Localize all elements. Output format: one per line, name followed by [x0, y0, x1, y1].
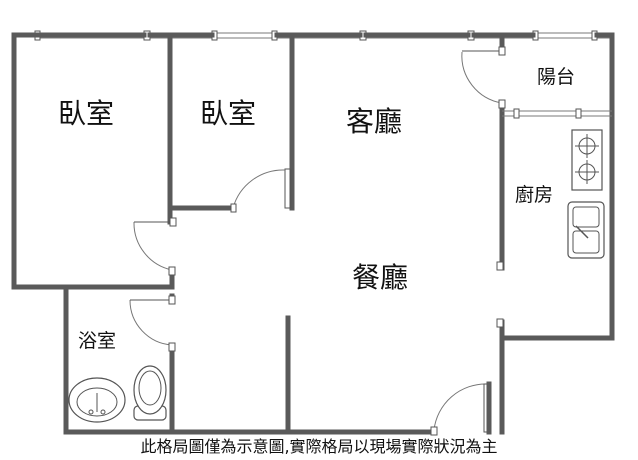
- bedroom-1-label: 臥室: [58, 97, 115, 130]
- dining-room-label: 餐廳: [352, 261, 409, 294]
- bathroom-label: 浴室: [78, 330, 117, 352]
- bedroom-2-label: 臥室: [200, 97, 257, 130]
- door-bedroom-2: [230, 168, 291, 213]
- disclaimer-note: 此格局圖僅為示意圖,實際格局以現場實際狀況為主: [140, 437, 498, 456]
- living-room-label: 客廳: [346, 105, 403, 138]
- kitchen-label: 廚房: [515, 184, 554, 206]
- toilet-icon: [133, 365, 167, 421]
- door-entrance: [430, 381, 492, 436]
- door-bathroom: [129, 295, 176, 352]
- door-balcony: [461, 46, 506, 109]
- door-bedroom-1: [133, 217, 177, 276]
- kitchen-sink-icon: [567, 201, 605, 259]
- stove-icon: [571, 129, 603, 191]
- washbasin-icon: [68, 377, 126, 423]
- balcony-label: 陽台: [537, 66, 576, 88]
